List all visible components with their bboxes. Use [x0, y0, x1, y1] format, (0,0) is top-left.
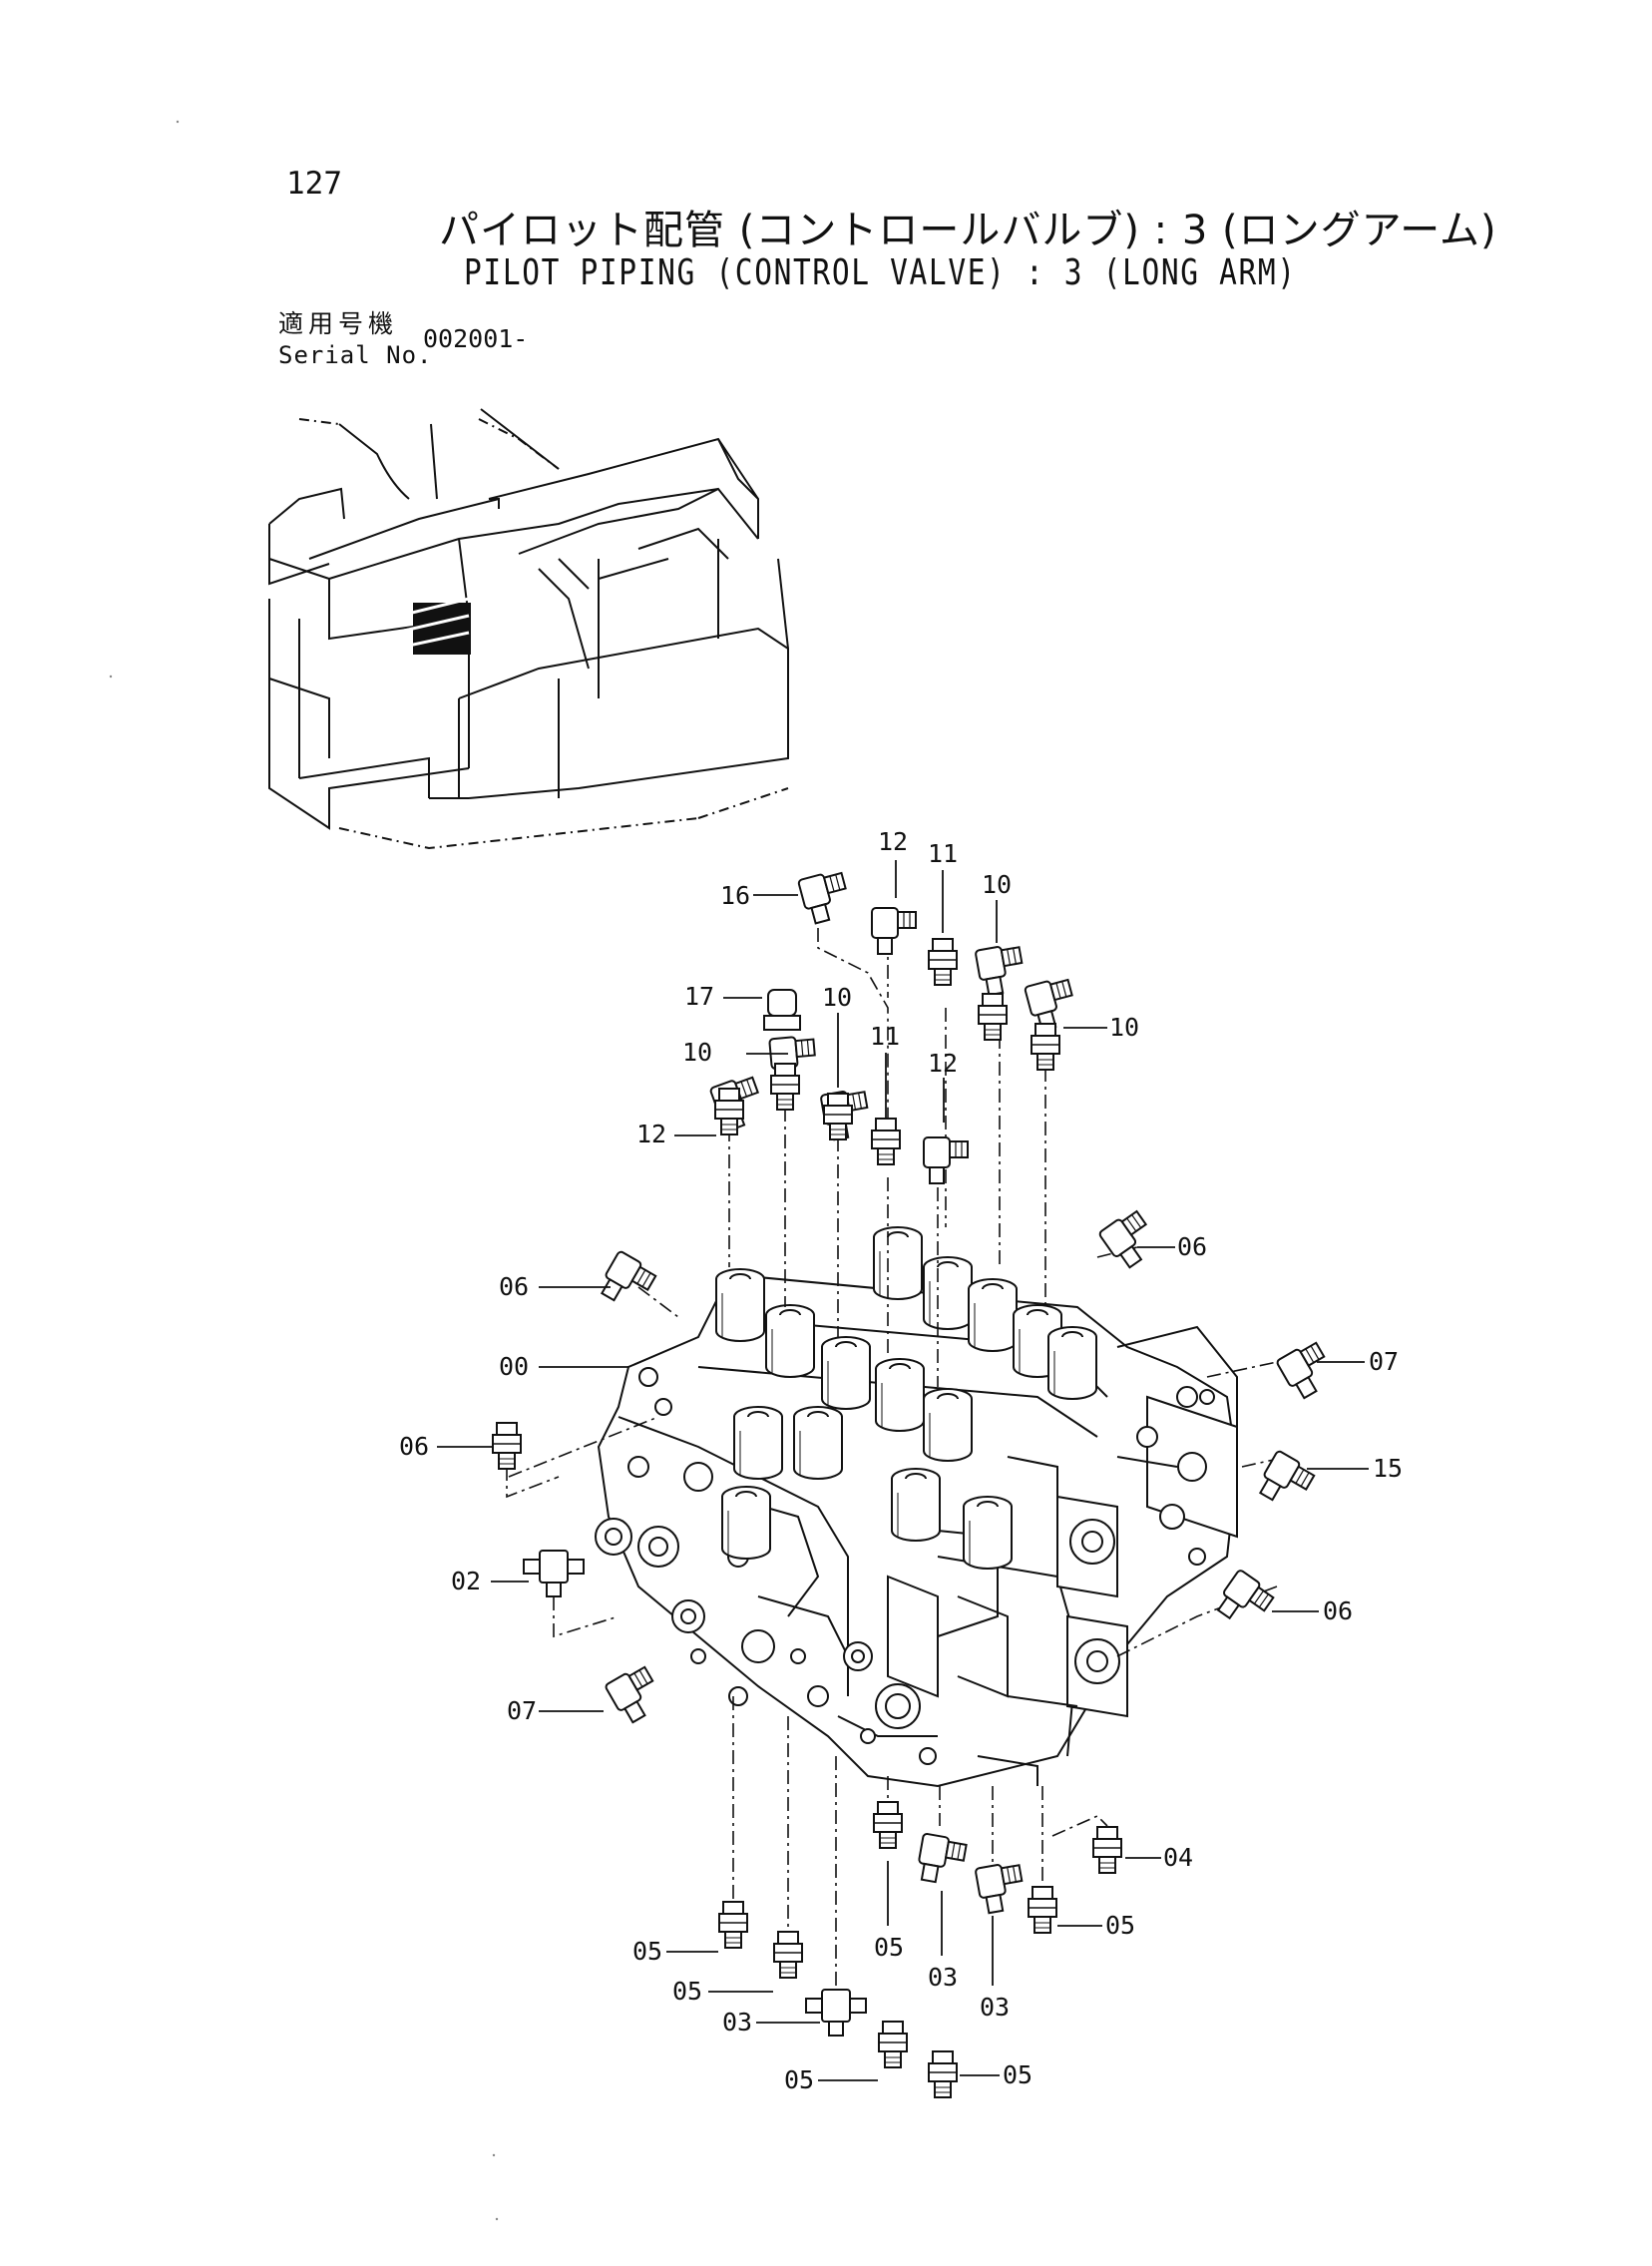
title-japanese: パイロット配管 (コントロールバルブ) : 3 (ロングアーム)	[439, 208, 1497, 253]
page-number: 127	[286, 166, 342, 202]
callout-10: 10	[822, 983, 852, 1012]
callout-04: 04	[1163, 1843, 1193, 1872]
callout-10: 10	[982, 870, 1012, 899]
cap-fitting-17	[763, 989, 801, 1031]
callout-03: 03	[722, 2008, 752, 2037]
callout-11: 11	[870, 1022, 900, 1051]
callout-10: 10	[682, 1038, 712, 1067]
callout-03: 03	[980, 1993, 1010, 2022]
callout-05: 05	[672, 1977, 702, 2006]
callout-05: 05	[784, 2065, 814, 2094]
callout-12: 12	[636, 1120, 666, 1148]
callout-leaders	[437, 860, 1369, 2081]
title-english: PILOT PIPING (CONTROL VALVE) : 3 (LONG A…	[464, 252, 1297, 293]
serial-number-value: 002001-	[423, 324, 529, 353]
valve-ports	[595, 1367, 1215, 1765]
callout-07: 07	[507, 1696, 537, 1725]
fittings	[492, 868, 1339, 2098]
callout-06: 06	[1323, 1596, 1353, 1625]
scan-specks	[109, 120, 499, 2221]
callout-17: 17	[684, 982, 714, 1011]
callout-16: 16	[720, 881, 750, 910]
callout-03: 03	[928, 1963, 958, 1992]
machine-overview-illustration	[268, 408, 789, 850]
serial-label-japanese: 適用号機	[278, 309, 399, 338]
callout-15: 15	[1373, 1454, 1403, 1483]
serial-label-english: Serial No.	[278, 341, 433, 369]
callout-11: 11	[928, 839, 958, 868]
callout-12: 12	[878, 827, 908, 856]
callout-00: 00	[499, 1352, 529, 1381]
callout-05: 05	[874, 1933, 904, 1962]
callout-02: 02	[451, 1567, 481, 1595]
callout-05: 05	[632, 1937, 662, 1966]
callout-05: 05	[1105, 1911, 1135, 1940]
callout-06: 06	[499, 1272, 529, 1301]
callout-12: 12	[928, 1049, 958, 1078]
callout-07: 07	[1369, 1347, 1399, 1376]
callout-06: 06	[1177, 1232, 1207, 1261]
callout-06: 06	[399, 1432, 429, 1461]
callout-labels: 16 17 10 12 12 11 10 10 11 12 10 06 00 0…	[399, 827, 1403, 2094]
callout-10: 10	[1109, 1013, 1139, 1042]
callout-05: 05	[1003, 2060, 1032, 2089]
